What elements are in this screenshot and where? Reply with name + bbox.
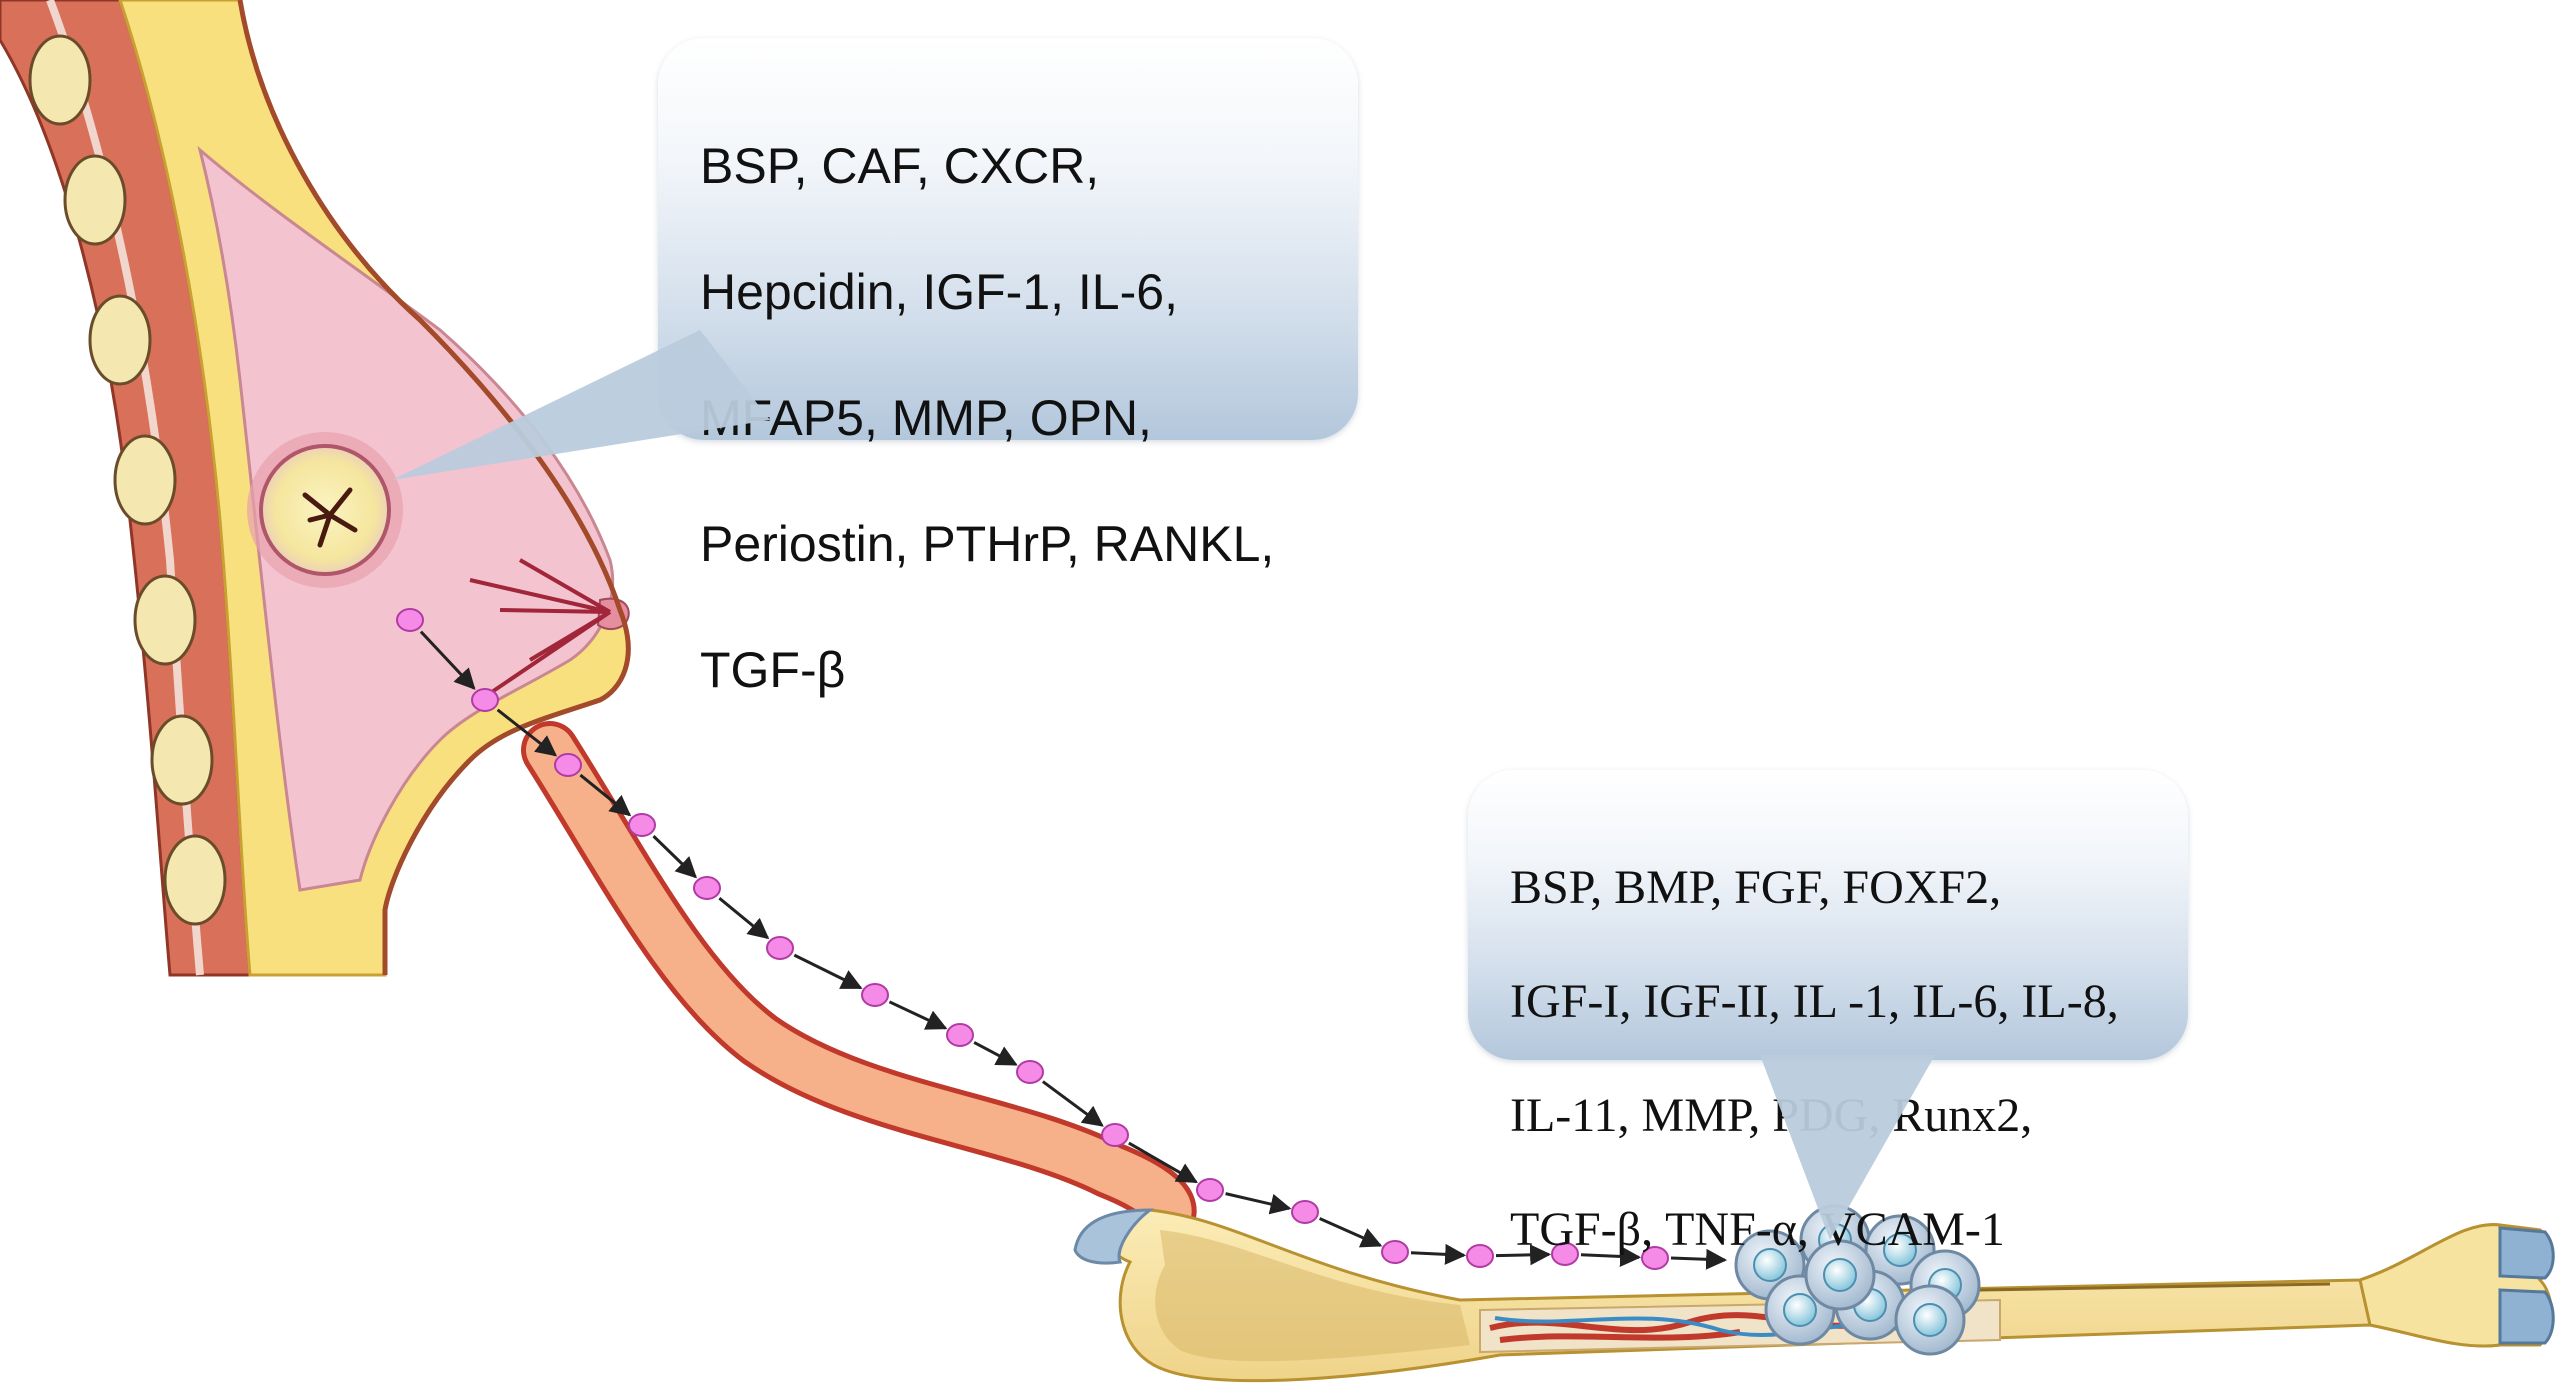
arrow-right-icon bbox=[1128, 1141, 1198, 1184]
arrow-right-icon bbox=[1495, 1244, 1552, 1266]
factor-line: Periostin, PTHrP, RANKL, bbox=[700, 516, 1275, 572]
arrow-right-icon bbox=[652, 835, 698, 879]
metastatic-cell bbox=[1894, 1284, 1966, 1356]
circulating-tumor-cell-icon bbox=[1466, 1244, 1494, 1268]
fat-lobule bbox=[28, 34, 92, 126]
circulating-tumor-cell-icon bbox=[396, 608, 424, 632]
circulating-tumor-cell-icon bbox=[628, 813, 656, 837]
arrow-right-icon bbox=[579, 773, 632, 817]
circulating-tumor-cell-icon bbox=[471, 688, 499, 712]
arrow-right-icon bbox=[793, 953, 863, 990]
factor-line: TGF-β bbox=[700, 642, 846, 698]
factor-line: BSP, BMP, FGF, FOXF2, bbox=[1510, 861, 2002, 914]
blood-vessel-lumen bbox=[526, 726, 1192, 1246]
metastasis-cell-cluster-icon bbox=[1734, 1204, 1981, 1356]
circulating-tumor-cell-icon bbox=[946, 1023, 974, 1047]
primary-tumor-factors: BSP, CAF, CXCR, Hepcidin, IGF-1, IL-6, M… bbox=[700, 72, 1274, 765]
factor-line: IL-11, MMP, PDG, Runx2, bbox=[1510, 1089, 2033, 1142]
metastatic-cell bbox=[1804, 1239, 1876, 1311]
fat-lobule bbox=[163, 834, 227, 926]
fat-lobules bbox=[28, 34, 227, 926]
circulating-tumor-cell-icon bbox=[1641, 1246, 1669, 1270]
bone-highlight bbox=[1979, 1282, 2331, 1292]
factor-line: Hepcidin, IGF-1, IL-6, bbox=[700, 264, 1178, 320]
fat-lobule bbox=[113, 434, 177, 526]
distal-cartilage bbox=[2498, 1226, 2555, 1345]
arrow-right-icon bbox=[1225, 1192, 1292, 1215]
arrow-right-icon bbox=[1041, 1080, 1104, 1127]
circulating-tumor-cell-icon bbox=[1291, 1200, 1319, 1224]
factor-line: TGF-β, TNF-α, VCAM-1 bbox=[1510, 1203, 2005, 1256]
tumor-mass-icon bbox=[247, 432, 403, 588]
factor-line: IGF-I, IGF-II, IL -1, IL-6, IL-8, bbox=[1510, 975, 2119, 1028]
primary-tumor-callout: BSP, CAF, CXCR, Hepcidin, IGF-1, IL-6, M… bbox=[658, 38, 1358, 698]
arrow-right-icon bbox=[1670, 1248, 1728, 1270]
arrow-right-icon bbox=[1580, 1245, 1642, 1267]
factor-line: BSP, CAF, CXCR, bbox=[700, 138, 1100, 194]
arrow-right-icon bbox=[1319, 1217, 1383, 1248]
bone-head-cartilage bbox=[1073, 1208, 1155, 1265]
fat-lobule bbox=[133, 574, 197, 666]
spongy-bone bbox=[1155, 1230, 1470, 1362]
arrow-right-icon bbox=[496, 708, 558, 757]
arrow-right-icon bbox=[1410, 1243, 1467, 1265]
fat-lobule bbox=[63, 154, 127, 246]
circulating-tumor-cell-icon bbox=[1101, 1123, 1129, 1147]
factor-line: MFAP5, MMP, OPN, bbox=[700, 390, 1152, 446]
fat-lobule bbox=[88, 294, 152, 386]
circulating-tumor-cell-icon bbox=[1196, 1178, 1224, 1202]
skin-line bbox=[237, 0, 631, 975]
milk-ducts bbox=[469, 558, 612, 702]
circulating-tumor-cell-icon bbox=[766, 936, 794, 960]
circulating-tumor-cell-icon bbox=[1381, 1240, 1409, 1264]
bone-metastasis-factors: BSP, BMP, FGF, FOXF2, IGF-I, IGF-II, IL … bbox=[1510, 802, 2119, 1315]
arrow-right-icon bbox=[888, 1000, 948, 1030]
circulating-tumor-cell-icon bbox=[1016, 1060, 1044, 1084]
circulating-tumor-cells bbox=[396, 608, 1728, 1270]
bone-metastasis-callout: BSP, BMP, FGF, FOXF2, IGF-I, IGF-II, IL … bbox=[1468, 770, 2188, 1256]
circulating-tumor-cell-icon bbox=[693, 876, 721, 900]
arrow-right-icon bbox=[718, 897, 770, 940]
circulating-tumor-cell-icon bbox=[1551, 1242, 1579, 1266]
circulating-tumor-cell-icon bbox=[554, 753, 582, 777]
arrow-right-icon bbox=[419, 630, 476, 690]
circulating-tumor-cell-icon bbox=[861, 983, 889, 1007]
arrow-right-icon bbox=[973, 1041, 1018, 1066]
fat-lobule bbox=[150, 714, 214, 806]
